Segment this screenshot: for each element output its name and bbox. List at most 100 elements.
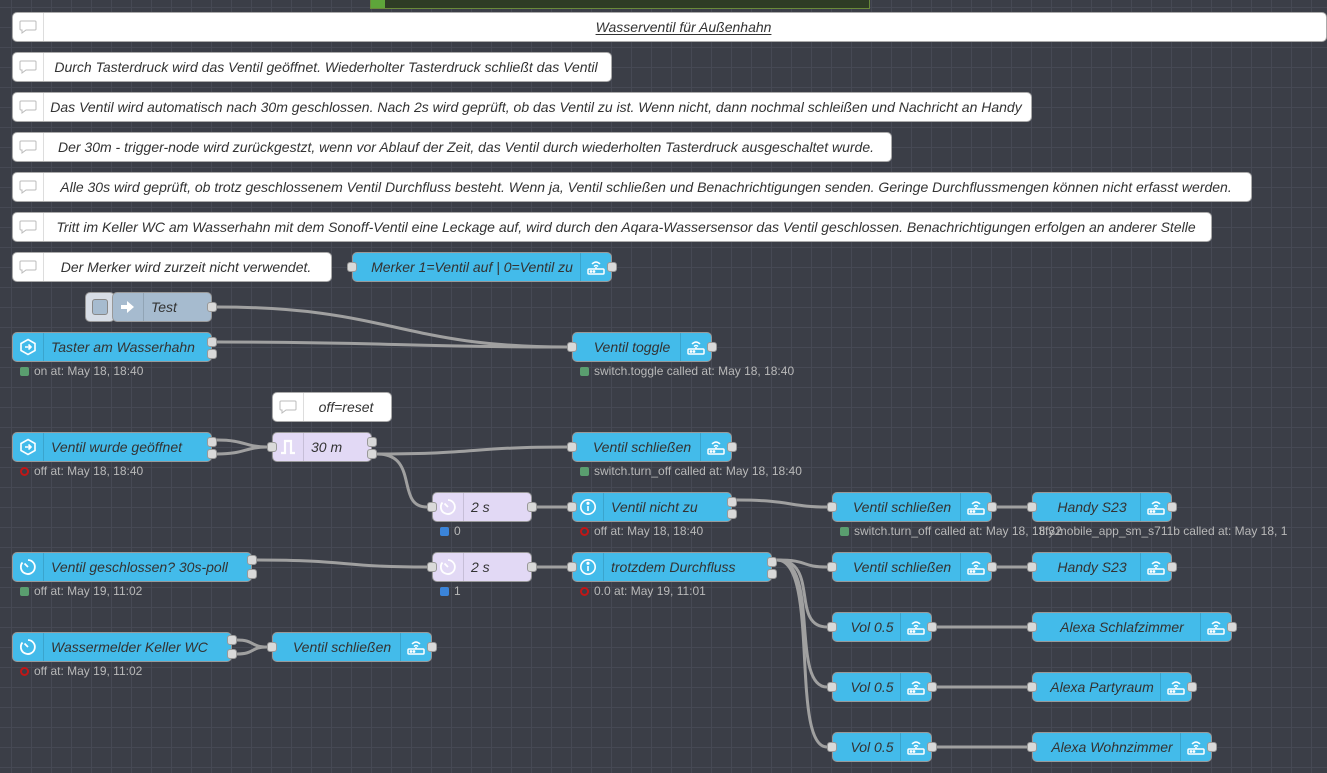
output-port[interactable]: [207, 349, 217, 359]
trigger-node[interactable]: 30 m: [272, 432, 372, 462]
input-port[interactable]: [567, 562, 577, 572]
home-assistant-icon: [13, 433, 44, 461]
input-port[interactable]: [1027, 682, 1037, 692]
nicht-zu-node[interactable]: Ventil nicht zu: [572, 492, 732, 522]
comment-6[interactable]: Der Merker wird zurzeit nicht verwendet.: [12, 252, 332, 282]
status-indicator: [580, 586, 589, 596]
volume-node-3[interactable]: Vol 0.5: [832, 732, 932, 762]
output-port[interactable]: [927, 622, 937, 632]
input-port[interactable]: [1027, 622, 1037, 632]
durchfluss-node[interactable]: trotzdem Durchfluss: [572, 552, 772, 582]
input-port[interactable]: [827, 682, 837, 692]
input-port[interactable]: [567, 342, 577, 352]
inject-trigger-button[interactable]: [85, 292, 115, 322]
schliessen-node-2[interactable]: Ventil schließen: [832, 492, 992, 522]
output-port[interactable]: [367, 437, 377, 447]
output-port[interactable]: [1187, 682, 1197, 692]
input-port[interactable]: [827, 502, 837, 512]
volume-node-1[interactable]: Vol 0.5: [832, 612, 932, 642]
schliessen-node-3[interactable]: Ventil schließen: [832, 552, 992, 582]
input-port[interactable]: [827, 742, 837, 752]
handy-node-2[interactable]: Handy S23: [1032, 552, 1172, 582]
output-port[interactable]: [247, 569, 257, 579]
comment-3[interactable]: Der 30m - trigger-node wird zurückgestzt…: [12, 132, 892, 162]
schliessen-node-4[interactable]: Ventil schließen: [272, 632, 432, 662]
home-assistant-icon: [13, 333, 44, 361]
input-port[interactable]: [427, 502, 437, 512]
output-port[interactable]: [927, 742, 937, 752]
output-port[interactable]: [727, 509, 737, 519]
output-port[interactable]: [207, 337, 217, 347]
node-status: switch.turn_off called at: May 18, 18:40: [580, 464, 802, 478]
output-port[interactable]: [707, 342, 717, 352]
output-port[interactable]: [227, 649, 237, 659]
alexa-node-partyraum[interactable]: Alexa Partyraum: [1032, 672, 1192, 702]
wire: [236, 645, 268, 656]
wire: [376, 452, 428, 509]
input-port[interactable]: [1027, 562, 1037, 572]
output-port[interactable]: [1207, 742, 1217, 752]
node-label: Ventil schließen: [592, 439, 692, 455]
input-port[interactable]: [567, 502, 577, 512]
comment-5[interactable]: Tritt im Keller WC am Wasserhahn mit dem…: [12, 212, 1212, 242]
poll-node[interactable]: Ventil geschlossen? 30s-poll: [12, 552, 252, 582]
output-port[interactable]: [767, 557, 777, 567]
node-status: switch.toggle called at: May 18, 18:40: [580, 364, 794, 378]
status-indicator: [20, 666, 29, 676]
input-port[interactable]: [827, 622, 837, 632]
output-port[interactable]: [1227, 622, 1237, 632]
input-port[interactable]: [567, 442, 577, 452]
input-port[interactable]: [347, 262, 357, 272]
output-port[interactable]: [527, 502, 537, 512]
taster-node[interactable]: Taster am Wasserhahn: [12, 332, 212, 362]
output-port[interactable]: [987, 502, 997, 512]
output-port[interactable]: [1167, 502, 1177, 512]
output-port[interactable]: [927, 682, 937, 692]
wire: [216, 305, 568, 349]
output-port[interactable]: [427, 642, 437, 652]
alexa-node-schlafzimmer[interactable]: Alexa Schlafzimmer: [1032, 612, 1232, 642]
handy-node-1[interactable]: Handy S23: [1032, 492, 1172, 522]
node-label: Handy S23: [1057, 559, 1127, 575]
output-port[interactable]: [727, 497, 737, 507]
output-port[interactable]: [207, 449, 217, 459]
input-port[interactable]: [267, 442, 277, 452]
output-port[interactable]: [207, 437, 217, 447]
input-port[interactable]: [267, 642, 277, 652]
output-port[interactable]: [207, 302, 217, 312]
comment-1[interactable]: Durch Tasterdruck wird das Ventil geöffn…: [12, 52, 612, 82]
delay-node-2[interactable]: 2 s: [432, 552, 532, 582]
output-port[interactable]: [367, 449, 377, 459]
comment-title[interactable]: Wasserventil für Außenhahn: [12, 12, 1327, 42]
merker-node[interactable]: Merker 1=Ventil auf | 0=Ventil zu: [352, 252, 612, 282]
comment-label: Tritt im Keller WC am Wasserhahn mit dem…: [56, 219, 1196, 235]
schliessen-node-1[interactable]: Ventil schließen: [572, 432, 732, 462]
volume-node-2[interactable]: Vol 0.5: [832, 672, 932, 702]
delay-node-1[interactable]: 2 s: [432, 492, 532, 522]
output-port[interactable]: [767, 569, 777, 579]
output-port[interactable]: [987, 562, 997, 572]
comment-4[interactable]: Alle 30s wird geprüft, ob trotz geschlos…: [12, 172, 1252, 202]
comment-label: Der 30m - trigger-node wird zurückgestzt…: [57, 139, 875, 155]
comment-off-reset[interactable]: off=reset: [272, 392, 392, 422]
toggle-node[interactable]: Ventil toggle: [572, 332, 712, 362]
input-port[interactable]: [827, 562, 837, 572]
speech-bubble-icon: [13, 173, 44, 201]
alexa-node-wohnzimmer[interactable]: Alexa Wohnzimmer: [1032, 732, 1212, 762]
input-port[interactable]: [1027, 742, 1037, 752]
input-port[interactable]: [427, 562, 437, 572]
node-label: Alexa Partyraum: [1050, 679, 1154, 695]
test-inject-node[interactable]: Test: [112, 292, 212, 322]
geoeffnet-node[interactable]: Ventil wurde geöffnet: [12, 432, 212, 462]
output-port[interactable]: [527, 562, 537, 572]
output-port[interactable]: [607, 262, 617, 272]
wassermelder-node[interactable]: Wassermelder Keller WC: [12, 632, 232, 662]
comment-2[interactable]: Das Ventil wird automatisch nach 30m ges…: [12, 92, 1032, 122]
output-port[interactable]: [1167, 562, 1177, 572]
trigger-pulse-icon: [273, 433, 304, 461]
router-icon: [900, 733, 931, 761]
output-port[interactable]: [247, 555, 257, 565]
output-port[interactable]: [727, 442, 737, 452]
input-port[interactable]: [1027, 502, 1037, 512]
output-port[interactable]: [227, 635, 237, 645]
